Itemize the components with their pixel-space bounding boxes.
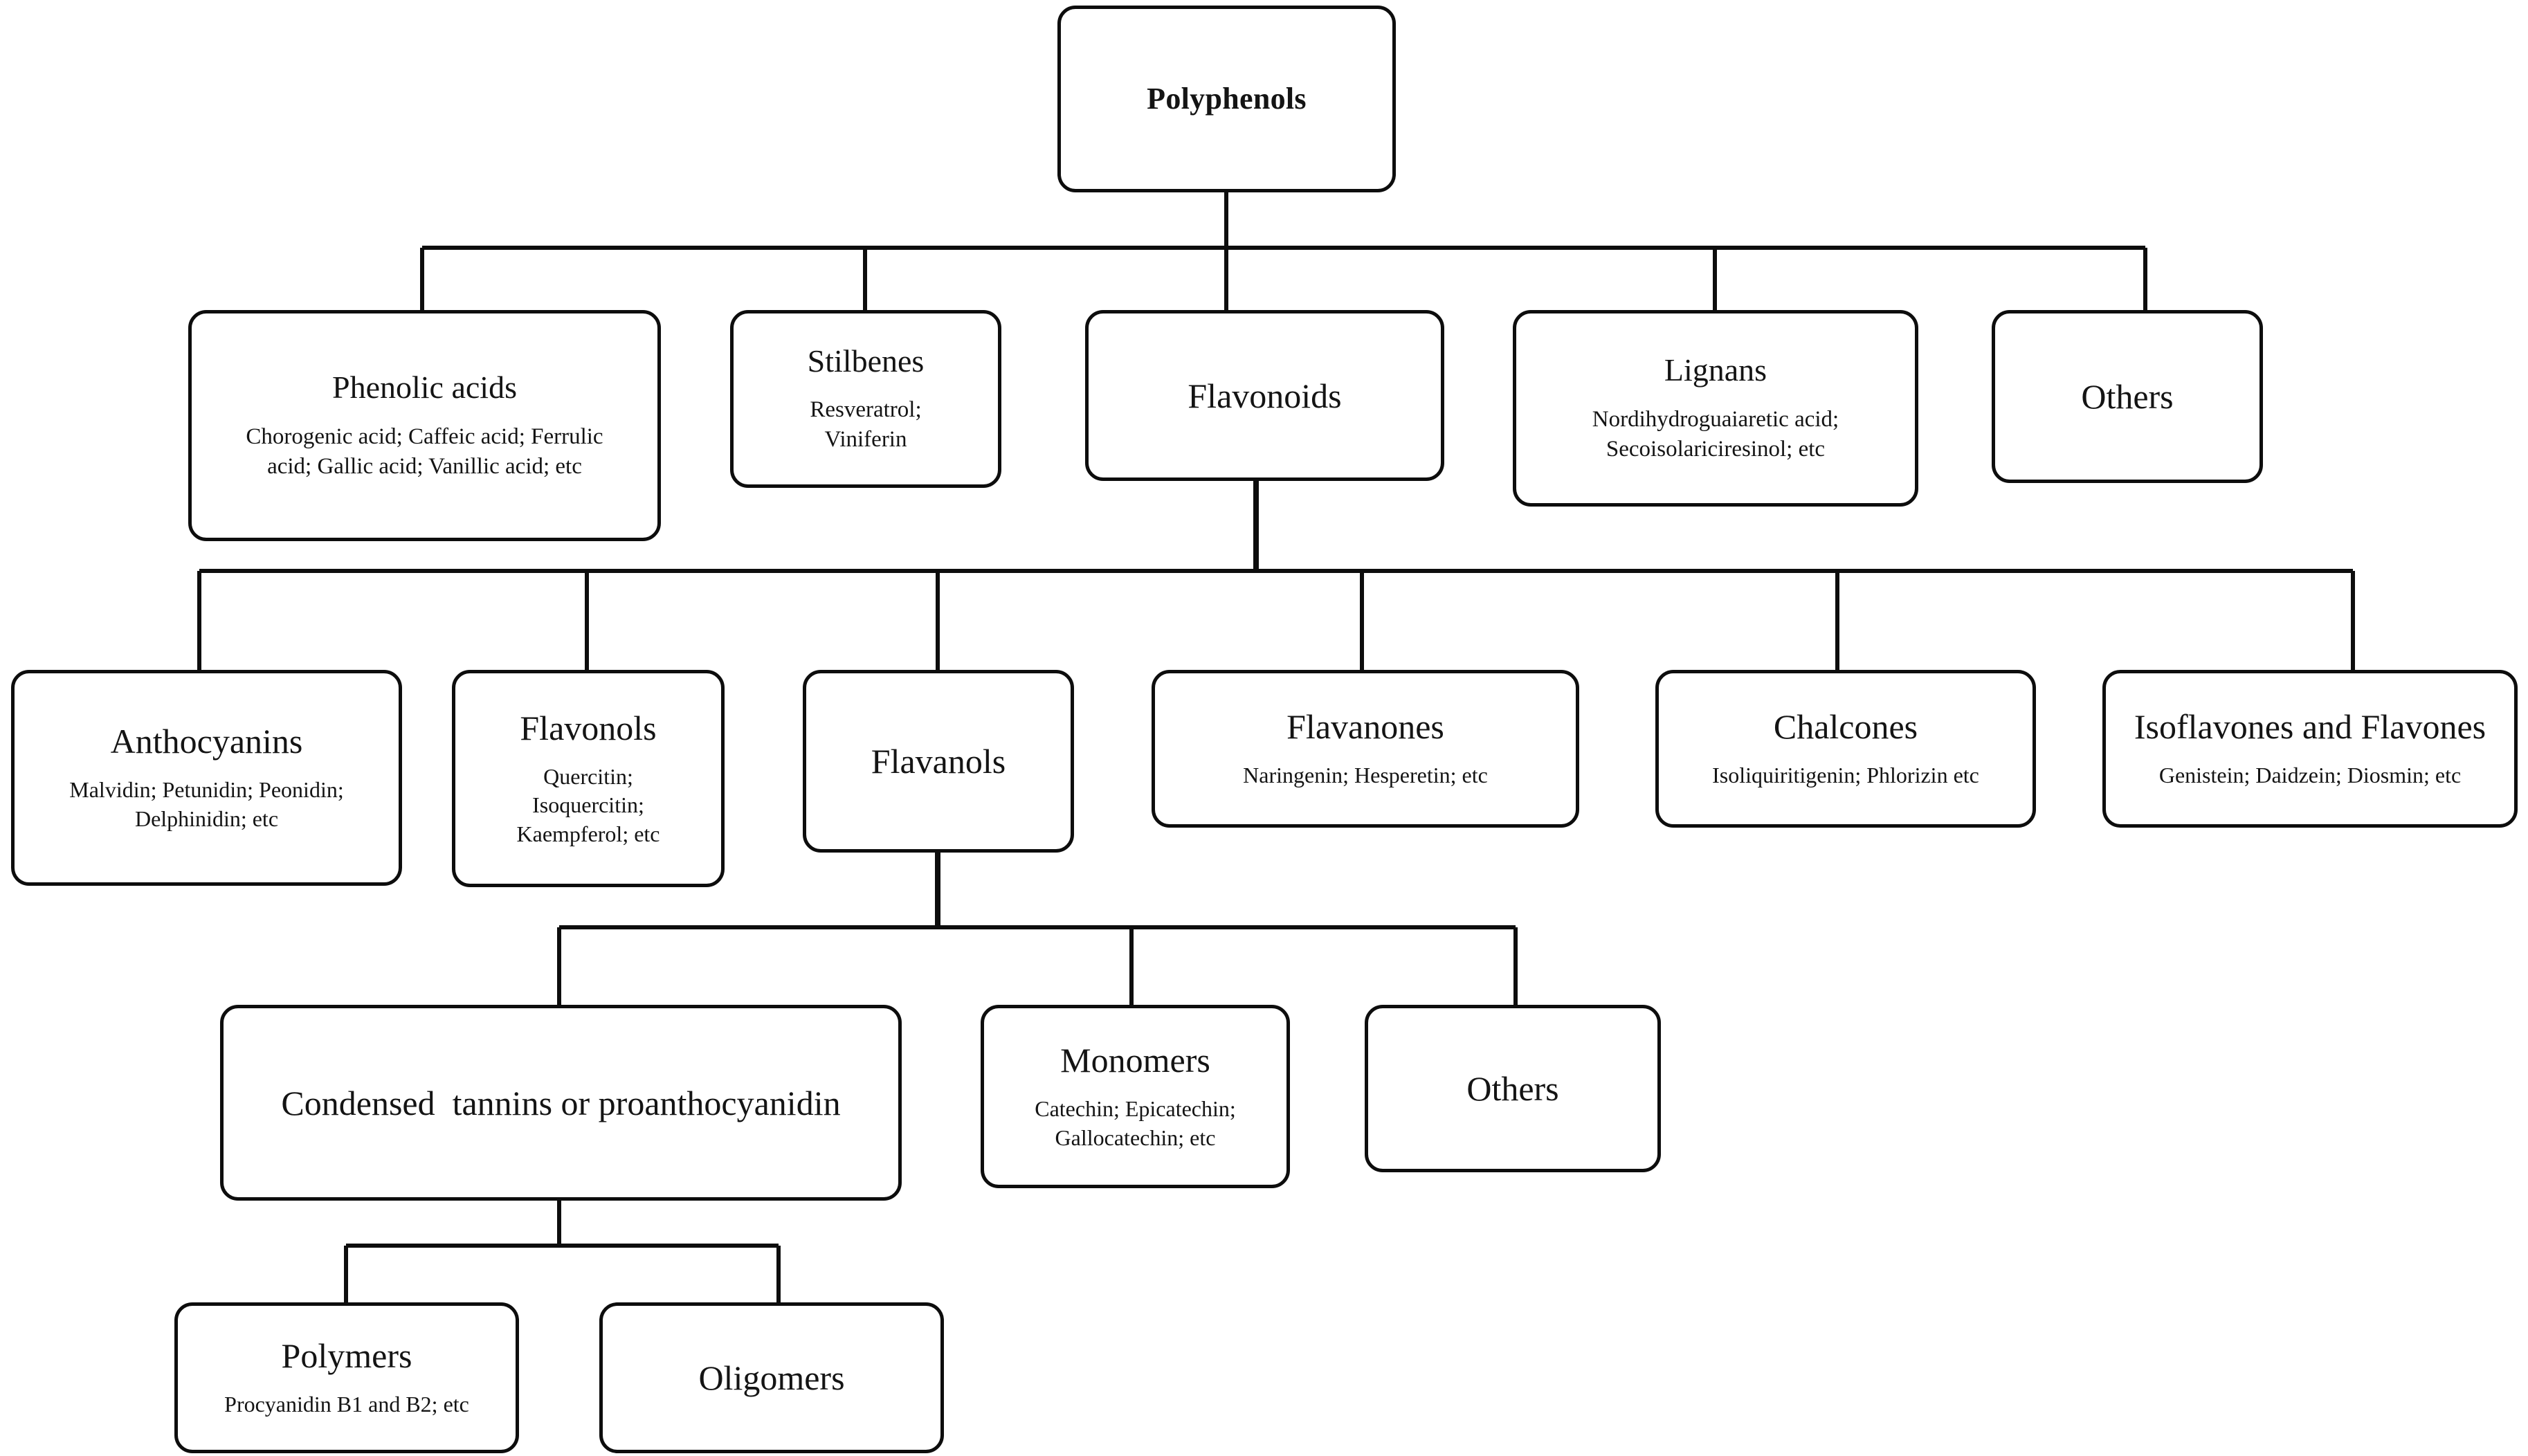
node-stilbenes[interactable]: Stilbenes Resveratrol; Viniferin	[730, 310, 1001, 488]
node-lignans-subtitle: Nordihydroguaiaretic acid; Secoisolarici…	[1592, 406, 1839, 462]
node-monomers[interactable]: Monomers Catechin; Epicatechin; Gallocat…	[981, 1005, 1290, 1188]
node-oligomers-title: Oligomers	[698, 1358, 845, 1397]
node-condensed-tannins[interactable]: Condensed tannins or proanthocyanidin	[220, 1005, 902, 1201]
node-stilbenes-subtitle: Resveratrol; Viniferin	[810, 397, 922, 453]
node-chalcones-subtitle: Isoliquiritigenin; Phlorizin etc	[1712, 763, 1979, 788]
node-others-flavanols-title: Others	[1466, 1069, 1559, 1108]
node-flavonoids[interactable]: Flavonoids	[1085, 310, 1444, 481]
node-anthocyanins[interactable]: Anthocyanins Malvidin; Petunidin; Peonid…	[11, 670, 402, 886]
node-condensed-tannins-title: Condensed tannins or proanthocyanidin	[281, 1083, 841, 1122]
node-isoflavones-and-flavones-subtitle: Genistein; Daidzein; Diosmin; etc	[2158, 763, 2462, 788]
node-flavanones-subtitle: Naringenin; Hesperetin; etc	[1243, 763, 1488, 788]
node-flavonols[interactable]: Flavonols Quercitin; Isoquercitin; Kaemp…	[452, 670, 725, 887]
node-chalcones-title: Chalcones	[1773, 707, 1918, 747]
node-others-flavanols[interactable]: Others	[1365, 1005, 1661, 1172]
node-phenolic-acids-subtitle: Chorogenic acid; Caffeic acid; Ferrulic …	[246, 424, 603, 479]
node-stilbenes-title: Stilbenes	[807, 343, 925, 379]
node-lignans-title: Lignans	[1664, 352, 1767, 388]
node-monomers-subtitle: Catechin; Epicatechin; Gallocatechin; et…	[1035, 1095, 1236, 1150]
node-anthocyanins-title: Anthocyanins	[110, 722, 303, 761]
node-polymers[interactable]: Polymers Procyanidin B1 and B2; etc	[174, 1302, 519, 1453]
node-anthocyanins-subtitle: Malvidin; Petunidin; Peonidin; Delphinid…	[69, 777, 344, 831]
node-flavonols-subtitle: Quercitin; Isoquercitin; Kaempferol; etc	[516, 763, 660, 846]
node-polymers-title: Polymers	[281, 1336, 412, 1376]
node-flavanols-title: Flavanols	[871, 742, 1006, 781]
node-isoflavones-and-flavones[interactable]: Isoflavones and Flavones Genistein; Daid…	[2102, 670, 2518, 828]
node-phenolic-acids[interactable]: Phenolic acids Chorogenic acid; Caffeic …	[188, 310, 661, 541]
node-lignans[interactable]: Lignans Nordihydroguaiaretic acid; Secoi…	[1513, 310, 1918, 507]
node-polymers-subtitle: Procyanidin B1 and B2; etc	[224, 1392, 469, 1417]
node-phenolic-acids-title: Phenolic acids	[332, 370, 517, 406]
node-others-top-title: Others	[2081, 377, 2174, 416]
node-isoflavones-and-flavones-title: Isoflavones and Flavones	[2134, 707, 2486, 747]
node-flavanones-title: Flavanones	[1286, 707, 1444, 747]
node-polyphenols-title: Polyphenols	[1147, 82, 1307, 116]
node-chalcones[interactable]: Chalcones Isoliquiritigenin; Phlorizin e…	[1655, 670, 2036, 828]
node-others-top[interactable]: Others	[1992, 310, 2263, 483]
node-flavanones[interactable]: Flavanones Naringenin; Hesperetin; etc	[1152, 670, 1579, 828]
node-monomers-title: Monomers	[1060, 1040, 1210, 1080]
node-flavonols-title: Flavonols	[520, 708, 657, 747]
node-flavanols[interactable]: Flavanols	[803, 670, 1074, 853]
node-flavonoids-title: Flavonoids	[1188, 376, 1342, 415]
node-oligomers[interactable]: Oligomers	[599, 1302, 944, 1453]
node-polyphenols[interactable]: Polyphenols	[1057, 6, 1396, 192]
